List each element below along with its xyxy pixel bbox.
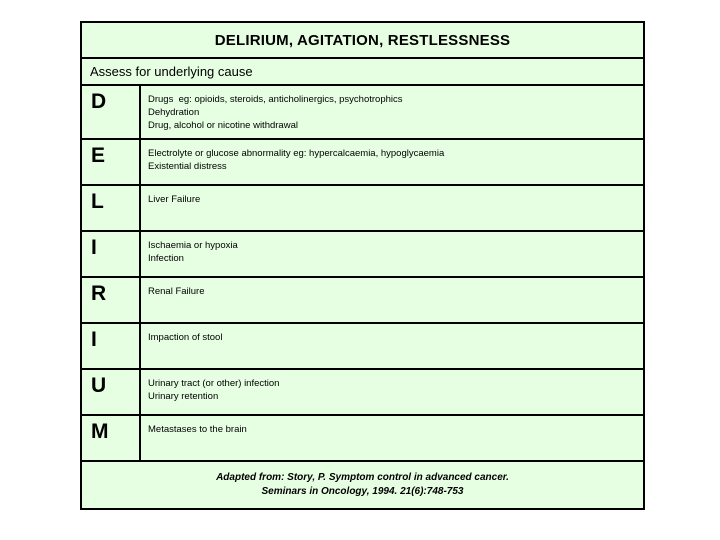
mnemonic-letter-cell: L <box>82 186 141 230</box>
mnemonic-letter: I <box>91 236 97 259</box>
mnemonic-letter: R <box>91 282 107 305</box>
description-cell: Ischaemia or hypoxia Infection <box>141 232 643 276</box>
mnemonic-letter: L <box>91 190 104 213</box>
page-title: DELIRIUM, AGITATION, RESTLESSNESS <box>214 31 511 49</box>
citation-row: Adapted from: Story, P. Symptom control … <box>82 462 643 508</box>
mnemonic-letter: U <box>91 374 107 397</box>
description-line: Liver Failure <box>148 194 201 205</box>
mnemonic-letter-cell: I <box>82 324 141 368</box>
description-cell: Liver Failure <box>141 186 643 230</box>
citation-line: Adapted from: Story, P. Symptom control … <box>216 472 509 483</box>
description-line: Urinary retention <box>148 391 219 402</box>
description-cell: Metastases to the brain <box>141 416 643 460</box>
table-row: E Electrolyte or glucose abnormality eg:… <box>82 140 643 186</box>
table-row: M Metastases to the brain <box>82 416 643 462</box>
description-line: Electrolyte or glucose abnormality eg: h… <box>148 148 445 159</box>
description-line: Renal Failure <box>148 286 205 297</box>
table-row: R Renal Failure <box>82 278 643 324</box>
mnemonic-letter-cell: E <box>82 140 141 184</box>
description-cell: Impaction of stool <box>141 324 643 368</box>
description-cell: Renal Failure <box>141 278 643 322</box>
description-line: Ischaemia or hypoxia <box>148 240 238 251</box>
mnemonic-letter-cell: I <box>82 232 141 276</box>
description-cell: Electrolyte or glucose abnormality eg: h… <box>141 140 643 184</box>
mnemonic-letter-cell: R <box>82 278 141 322</box>
description-cell: Drugs eg: opioids, steroids, anticholine… <box>141 86 643 138</box>
table-row: U Urinary tract (or other) infection Uri… <box>82 370 643 416</box>
delirium-assessment-table: DELIRIUM, AGITATION, RESTLESSNESS Assess… <box>80 21 645 510</box>
table-row: I Ischaemia or hypoxia Infection <box>82 232 643 278</box>
subtitle-text: Assess for underlying cause <box>90 64 253 79</box>
mnemonic-letter: M <box>91 420 109 443</box>
description-line: Drugs eg: opioids, steroids, anticholine… <box>148 94 403 105</box>
description-line: Impaction of stool <box>148 332 223 343</box>
mnemonic-letter-cell: M <box>82 416 141 460</box>
table-row: I Impaction of stool <box>82 324 643 370</box>
description-line: Metastases to the brain <box>148 424 247 435</box>
mnemonic-letter: I <box>91 328 97 351</box>
description-line: Drug, alcohol or nicotine withdrawal <box>148 120 298 131</box>
citation-line: Seminars in Oncology, 1994. 21(6):748-75… <box>261 486 464 497</box>
mnemonic-letter-cell: U <box>82 370 141 414</box>
description-line: Dehydration <box>148 107 200 118</box>
mnemonic-letter: E <box>91 144 106 167</box>
description-line: Infection <box>148 253 184 264</box>
table-title-row: DELIRIUM, AGITATION, RESTLESSNESS <box>82 23 643 59</box>
description-cell: Urinary tract (or other) infection Urina… <box>141 370 643 414</box>
table-row: L Liver Failure <box>82 186 643 232</box>
mnemonic-letter-cell: D <box>82 86 141 138</box>
mnemonic-letter: D <box>91 90 107 113</box>
description-line: Urinary tract (or other) infection <box>148 378 280 389</box>
table-row: D Drugs eg: opioids, steroids, anticholi… <box>82 86 643 140</box>
description-line: Existential distress <box>148 161 227 172</box>
table-subtitle-row: Assess for underlying cause <box>82 59 643 86</box>
